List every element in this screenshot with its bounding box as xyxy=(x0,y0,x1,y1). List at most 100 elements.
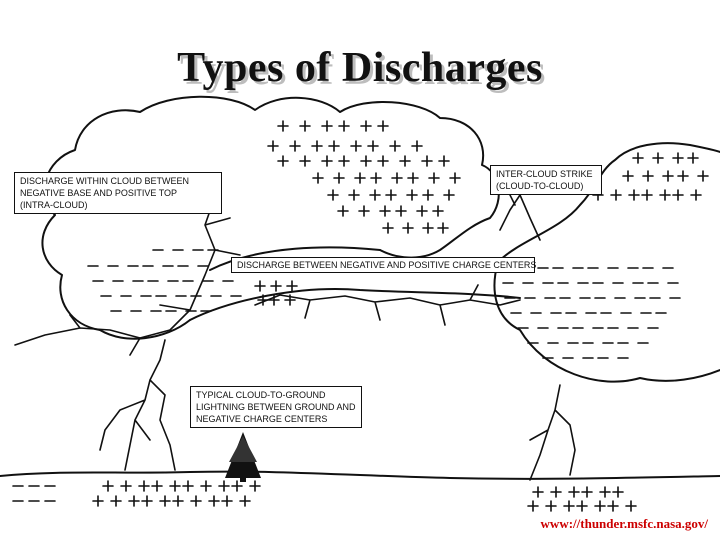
positive-charge-symbol xyxy=(563,500,575,512)
cloud-bridge-top xyxy=(209,246,381,271)
cloud-to-ground-label-line-1: TYPICAL CLOUD-TO-GROUND xyxy=(196,390,326,400)
intra-cloud-label-line-1: DISCHARGE WITHIN CLOUD BETWEEN xyxy=(20,176,190,186)
positive-charge-symbol xyxy=(354,172,366,184)
positive-charge-symbol xyxy=(382,222,394,234)
positive-charge-symbol xyxy=(642,170,654,182)
positive-charge-symbol xyxy=(360,155,372,167)
cloud-bridge-outline xyxy=(189,288,521,321)
positive-charge-symbol xyxy=(607,500,619,512)
intra-cloud-bolt xyxy=(14,179,241,356)
positive-charge-symbol xyxy=(612,486,624,498)
positive-charge-symbol xyxy=(428,172,440,184)
right-ground-bolt xyxy=(529,384,576,481)
positive-charge-symbol xyxy=(581,486,593,498)
intra-cloud-label-line-2: NEGATIVE BASE AND POSITIVE TOP xyxy=(20,188,178,198)
positive-charge-symbol xyxy=(599,486,611,498)
positive-charge-symbol xyxy=(350,140,362,152)
intra-cloud-label-line-3: (INTRA-CLOUD) xyxy=(20,200,88,210)
positive-charge-symbol xyxy=(422,189,434,201)
positive-charge-symbol xyxy=(299,155,311,167)
positive-charge-symbol xyxy=(333,172,345,184)
positive-charge-symbol xyxy=(110,495,122,507)
positive-charge-symbol xyxy=(399,155,411,167)
positive-charge-symbol xyxy=(672,189,684,201)
positive-charge-symbol xyxy=(267,140,279,152)
ground-line xyxy=(0,470,720,480)
positive-charge-symbol xyxy=(231,480,243,492)
positive-charge-symbol xyxy=(338,155,350,167)
inter-cloud-label-line-2: (CLOUD-TO-CLOUD) xyxy=(496,181,584,191)
positive-charge-symbol xyxy=(239,495,251,507)
positive-charge-symbol xyxy=(659,189,671,201)
positive-charge-symbol xyxy=(312,172,324,184)
positive-charge-symbol xyxy=(120,480,132,492)
cloud-to-ground-label-line-3: NEGATIVE CHARGE CENTERS xyxy=(196,414,328,424)
positive-charge-symbol xyxy=(257,294,269,306)
positive-charge-symbol xyxy=(389,140,401,152)
positive-charge-symbol xyxy=(628,189,640,201)
positive-charge-symbol xyxy=(328,140,340,152)
positive-charge-symbol xyxy=(687,152,699,164)
cloud-to-ground-bolt xyxy=(99,339,176,471)
positive-charge-symbol xyxy=(690,189,702,201)
source-url: www://thunder.msfc.nasa.gov/ xyxy=(540,516,708,531)
positive-charge-symbol xyxy=(443,189,455,201)
positive-charge-symbol xyxy=(411,140,423,152)
positive-charge-symbol xyxy=(141,495,153,507)
positive-charge-symbol xyxy=(672,152,684,164)
positive-charge-symbol xyxy=(337,205,349,217)
positive-charge-symbol xyxy=(277,120,289,132)
positive-charge-symbol xyxy=(348,189,360,201)
charge-center-bolt xyxy=(254,284,521,326)
positive-charge-symbol xyxy=(268,294,280,306)
positive-charge-symbol xyxy=(270,280,282,292)
positive-charge-symbol xyxy=(367,140,379,152)
positive-charge-symbol xyxy=(92,495,104,507)
positive-charge-symbol xyxy=(311,140,323,152)
positive-charge-symbol xyxy=(407,172,419,184)
positive-charge-symbol xyxy=(360,120,372,132)
positive-charge-symbol xyxy=(299,120,311,132)
left-cloud-lower-outline xyxy=(99,319,191,340)
positive-charge-symbol xyxy=(182,480,194,492)
positive-charge-symbol xyxy=(221,495,233,507)
positive-charge-symbol xyxy=(377,120,389,132)
positive-charge-symbol xyxy=(449,172,461,184)
positive-charge-symbol xyxy=(532,486,544,498)
positive-charge-symbol xyxy=(286,280,298,292)
positive-charge-symbol xyxy=(284,294,296,306)
positive-charge-symbol xyxy=(622,170,634,182)
positive-charge-symbol xyxy=(641,189,653,201)
positive-charge-symbol xyxy=(200,480,212,492)
positive-charge-symbol xyxy=(545,500,557,512)
positive-charge-symbol xyxy=(385,189,397,201)
positive-charge-symbol xyxy=(151,480,163,492)
positive-charge-symbol xyxy=(576,500,588,512)
positive-charge-symbol xyxy=(138,480,150,492)
positive-charge-symbol xyxy=(190,495,202,507)
charge-symbols xyxy=(12,120,709,512)
positive-charge-symbol xyxy=(338,120,350,132)
positive-charge-symbol xyxy=(677,170,689,182)
intra-cloud-label: DISCHARGE WITHIN CLOUD BETWEEN NEGATIVE … xyxy=(14,172,222,214)
positive-charge-symbol xyxy=(369,189,381,201)
positive-charge-symbol xyxy=(402,222,414,234)
positive-charge-symbol xyxy=(379,205,391,217)
positive-charge-symbol xyxy=(102,480,114,492)
tree-icon xyxy=(225,432,261,482)
positive-charge-symbol xyxy=(652,152,664,164)
charge-centers-label: DISCHARGE BETWEEN NEGATIVE AND POSITIVE … xyxy=(231,257,537,273)
positive-charge-symbol xyxy=(527,500,539,512)
charge-centers-label-line-1: DISCHARGE BETWEEN NEGATIVE AND POSITIVE … xyxy=(237,260,537,270)
positive-charge-symbol xyxy=(422,222,434,234)
positive-charge-symbol xyxy=(432,205,444,217)
left-cloud-outline xyxy=(41,95,500,331)
positive-charge-symbol xyxy=(218,480,230,492)
positive-charge-symbol xyxy=(321,155,333,167)
positive-charge-symbol xyxy=(421,155,433,167)
positive-charge-symbol xyxy=(321,120,333,132)
positive-charge-symbol xyxy=(208,495,220,507)
positive-charge-symbol xyxy=(277,155,289,167)
positive-charge-symbol xyxy=(289,140,301,152)
